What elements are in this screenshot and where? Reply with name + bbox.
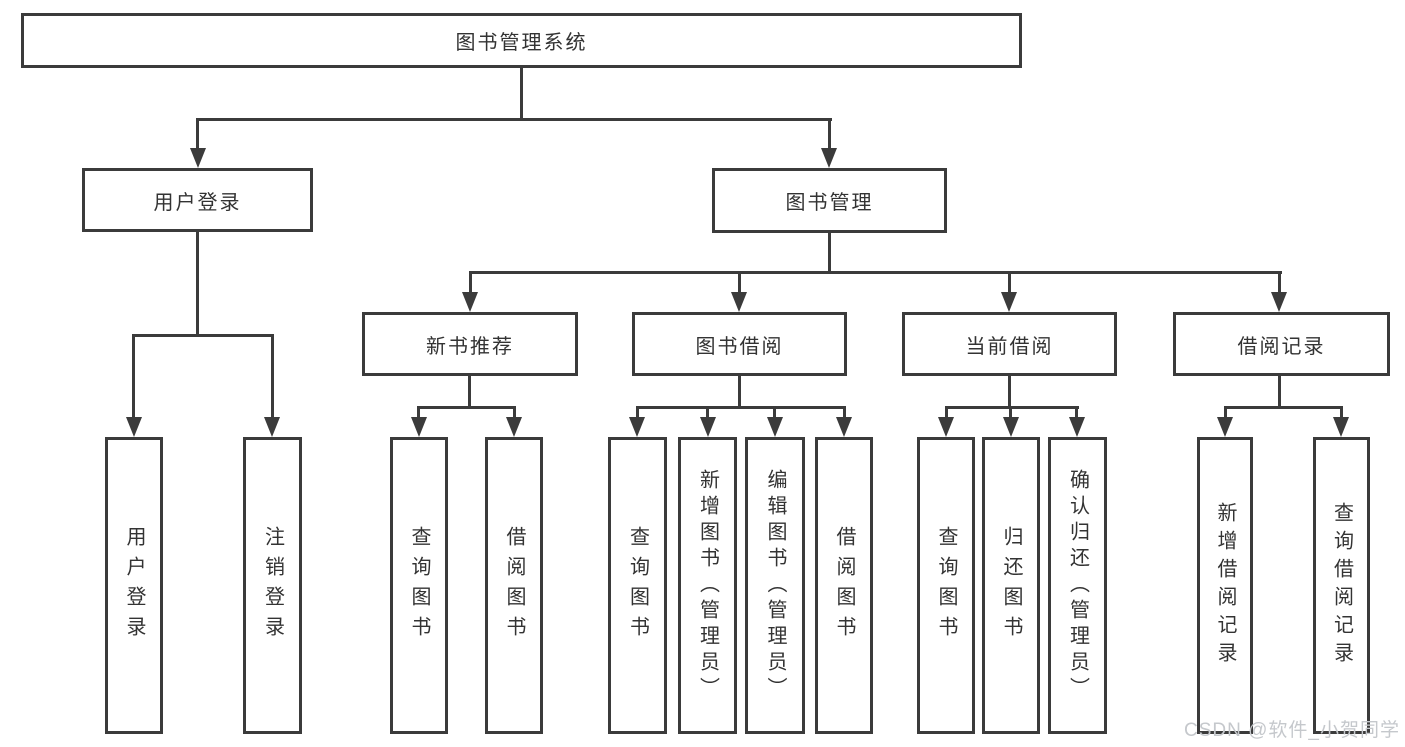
leaf-query-books-2-label: 查询图书	[626, 525, 649, 646]
node-book-management-label: 图书管理	[785, 192, 874, 214]
arrow-to-leaf-query-books-3	[938, 417, 954, 437]
connector-bb-bar	[636, 406, 846, 409]
connector-cb-bar	[945, 406, 1079, 409]
leaf-borrow-books-1-label: 借阅图书	[503, 525, 525, 646]
connector-br-drop-1	[1224, 406, 1227, 419]
connector-root-drop-right	[828, 118, 831, 151]
node-root: 图书管理系统	[21, 13, 1022, 68]
arrow-to-book-management	[821, 148, 837, 168]
leaf-logout: 注销登录	[243, 437, 302, 734]
node-borrow-records: 借阅记录	[1173, 312, 1390, 376]
connector-br-bar	[1224, 406, 1343, 409]
arrow-to-current-borrow	[1001, 292, 1017, 312]
connector-bb-drop-2	[706, 406, 709, 419]
leaf-add-books-admin: 新增图书（管理员）	[678, 437, 737, 734]
connector-bb-drop-3	[773, 406, 776, 419]
connector-nb-bar	[417, 406, 516, 409]
connector-bm-stem	[828, 233, 831, 274]
leaf-logout-label: 注销登录	[261, 525, 284, 646]
arrow-to-leaf-return-books	[1003, 417, 1019, 437]
connector-br-drop-2	[1340, 406, 1343, 419]
leaf-edit-books-admin-label: 编辑图书（管理员）	[764, 468, 786, 703]
arrow-to-leaf-confirm-return	[1069, 417, 1085, 437]
connector-bm-drop-3	[1008, 271, 1011, 293]
connector-root-bar	[196, 118, 832, 121]
arrow-to-leaf-query-books-2	[629, 417, 645, 437]
connector-nb-stem	[468, 376, 471, 409]
node-book-management: 图书管理	[712, 168, 947, 233]
arrow-to-leaf-borrow-books-2	[836, 417, 852, 437]
connector-bb-drop-1	[636, 406, 639, 419]
arrow-to-book-borrow	[731, 292, 747, 312]
leaf-query-books-1: 查询图书	[390, 437, 448, 734]
leaf-query-books-1-label: 查询图书	[408, 525, 430, 646]
node-new-book-recommend-label: 新书推荐	[426, 335, 514, 358]
connector-nb-drop-2	[513, 406, 516, 419]
arrow-to-borrow-records	[1271, 292, 1287, 312]
node-user-login: 用户登录	[82, 168, 313, 232]
leaf-query-books-3-label: 查询图书	[935, 525, 957, 646]
arrow-to-leaf-query-borrow-record	[1333, 417, 1349, 437]
connector-cb-drop-2	[1009, 406, 1012, 419]
arrow-to-leaf-borrow-books-1	[506, 417, 522, 437]
leaf-borrow-books-1: 借阅图书	[485, 437, 543, 734]
node-new-book-recommend: 新书推荐	[362, 312, 578, 376]
connector-bm-drop-2	[738, 271, 741, 293]
leaf-user-login-label: 用户登录	[123, 525, 145, 646]
arrow-to-leaf-add-books	[700, 417, 716, 437]
node-borrow-records-label: 借阅记录	[1237, 335, 1326, 358]
arrow-to-leaf-edit-books	[767, 417, 783, 437]
connector-nb-drop-1	[417, 406, 420, 419]
node-book-borrow-label: 图书借阅	[695, 335, 784, 358]
leaf-query-borrow-record-label: 查询借阅记录	[1330, 501, 1353, 670]
arrow-to-leaf-add-borrow-record	[1217, 417, 1233, 437]
leaf-add-borrow-record: 新增借阅记录	[1197, 437, 1253, 734]
connector-bm-bar	[469, 271, 1282, 274]
connector-bb-drop-4	[843, 406, 846, 419]
connector-cb-drop-3	[1075, 406, 1078, 419]
node-user-login-label: 用户登录	[153, 191, 242, 214]
csdn-watermark: CSDN @软件_小贺同学	[1184, 720, 1400, 741]
leaf-confirm-return-admin-label: 确认归还（管理员）	[1066, 468, 1089, 703]
connector-root-drop-left	[196, 118, 199, 151]
leaf-query-books-2: 查询图书	[608, 437, 667, 734]
leaf-return-books-label: 归还图书	[1000, 525, 1022, 646]
connector-root-stem	[520, 68, 523, 121]
connector-cb-drop-1	[945, 406, 948, 419]
connector-ul-drop-2	[271, 334, 274, 418]
node-current-borrow-label: 当前借阅	[965, 335, 1054, 358]
connector-cb-stem	[1008, 376, 1011, 409]
leaf-confirm-return-admin: 确认归还（管理员）	[1048, 437, 1107, 734]
connector-ul-drop-1	[132, 334, 135, 418]
leaf-edit-books-admin: 编辑图书（管理员）	[745, 437, 805, 734]
node-book-borrow: 图书借阅	[632, 312, 847, 376]
connector-br-stem	[1278, 376, 1281, 409]
leaf-user-login: 用户登录	[105, 437, 163, 734]
connector-bm-drop-4	[1278, 271, 1281, 293]
connector-bb-stem	[738, 376, 741, 409]
node-root-label: 图书管理系统	[455, 32, 588, 54]
arrow-to-leaf-user-login	[126, 417, 142, 437]
node-current-borrow: 当前借阅	[902, 312, 1117, 376]
leaf-query-borrow-record: 查询借阅记录	[1313, 437, 1370, 734]
arrow-to-leaf-query-books-1	[411, 417, 427, 437]
arrow-to-leaf-logout	[264, 417, 280, 437]
connector-bm-drop-1	[469, 271, 472, 293]
leaf-query-books-3: 查询图书	[917, 437, 975, 734]
connector-ul-bar	[132, 334, 274, 337]
connector-ul-stem	[196, 232, 199, 337]
arrow-to-user-login	[190, 148, 206, 168]
leaf-borrow-books-2: 借阅图书	[815, 437, 873, 734]
leaf-add-books-admin-label: 新增图书（管理员）	[696, 468, 719, 703]
leaf-borrow-books-2-label: 借阅图书	[833, 525, 855, 646]
leaf-return-books: 归还图书	[982, 437, 1040, 734]
arrow-to-new-book-recommend	[462, 292, 478, 312]
leaf-add-borrow-record-label: 新增借阅记录	[1214, 501, 1236, 670]
